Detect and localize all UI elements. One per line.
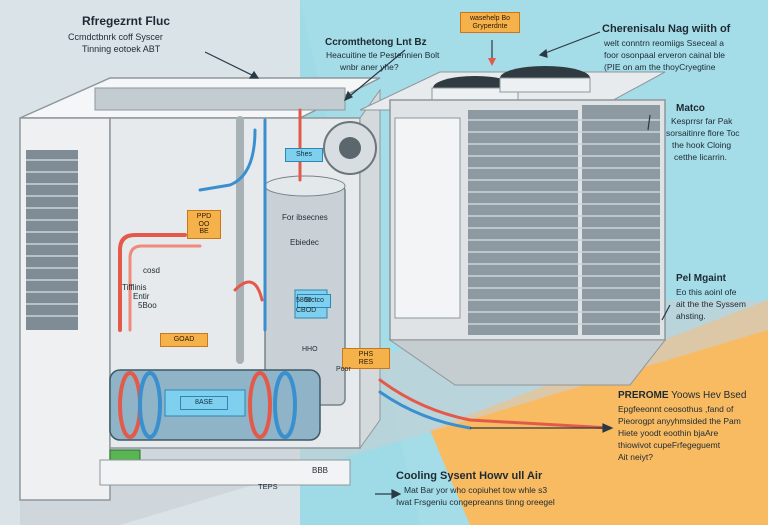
unit-label-teps: TEPS (258, 482, 278, 491)
right-mid-line1: Kesprrsr far Pak (671, 116, 733, 126)
condenser-base (388, 339, 667, 386)
condenser-control-panel (394, 117, 461, 319)
unit-label-cosd: cosd (143, 266, 160, 275)
top-left-line2: Tinning eotoek ABT (82, 44, 161, 54)
condenser-grille-slats (468, 119, 660, 325)
blue-tag-mid: Srctco (297, 294, 331, 308)
top-orange-tag: wasehelp Bo Gryperdnte (460, 12, 520, 34)
center-orange-tag: PHS RES (342, 348, 390, 370)
top-right-line3: (PIE on am the thoyCryegtine (604, 62, 716, 72)
blue-tag-top: Shes (285, 148, 323, 162)
left-orange-tag-line3: BE (199, 228, 209, 236)
top-orange-tag-line2: Gryperdnte (472, 22, 508, 30)
top-orange-tag-line1: wasehelp Bo (469, 15, 511, 22)
base-tray (99, 459, 351, 486)
unit-label-5800: 5800 (296, 297, 312, 304)
right-low-line2: ait the the Syssem (676, 299, 746, 309)
orange-band (430, 300, 768, 525)
goad-tag: GOAD (160, 333, 208, 347)
top-left-title: Rfregezrnt Fluc (82, 14, 171, 28)
bottom-right-line2: Pieorogpt anyyhmsided the Pam (618, 416, 741, 426)
unit-label-bbb: BBB (312, 466, 329, 475)
blue-tag-coil: 8ASE (180, 396, 228, 410)
left-vent-grille (26, 150, 78, 330)
bottom-right-line4: thiowivot cupeFrfegeguemt (618, 440, 721, 450)
unit-label-hho: HHO (302, 346, 318, 353)
unit-label-ebiedec: Ebiedec (290, 238, 319, 247)
right-low-line3: ahsting. (676, 311, 706, 321)
unit-label-5boo: 5Boo (138, 301, 157, 310)
bottom-right-title: PREROME (618, 390, 669, 401)
bottom-right-line3: Hiete yoodt eoothin bjaAre (618, 428, 719, 438)
coil-rings (118, 371, 297, 439)
bottom-right-line1: Epgfeeonnt ceosothus ,fand of (618, 404, 734, 414)
top-right-title: Cherenisalu Nag wiith of (602, 23, 731, 35)
bottom-center-title: Cooling Sysent Howv ull Air (396, 470, 543, 482)
indoor-unit-top-grille (94, 87, 346, 111)
center-orange-tag-line2: RES (358, 358, 374, 366)
right-mid-title: Matco (676, 103, 705, 114)
unit-label-cbod: CBOD (296, 307, 317, 314)
compressor-tank-top (264, 175, 346, 197)
left-orange-tag: PPD OO BE (187, 210, 221, 240)
refrigerant-pipes (118, 108, 612, 430)
condenser-grille-left (468, 110, 578, 335)
bottom-center-line2: Iwat Frsgeniu congepreanns tinng oreegel (396, 497, 555, 507)
left-orange-tag-line1: PPD (196, 213, 212, 220)
bottom-right-heading: PREROME Yoows Hev Bsed (618, 390, 746, 402)
unit-label-tifflinis: Tifflinis (122, 283, 147, 292)
unit-label-for-ibsecnes: For ibsecnes (282, 213, 328, 222)
right-low-title: Pel Mgaint (676, 273, 727, 284)
top-center-title: Ccromthetong Lnt Bz (325, 37, 427, 48)
top-center-line1: Heacuitine tle Pestennien Bolt (326, 50, 440, 60)
left-orange-tag-line2: OO (198, 220, 210, 228)
top-right-line1: welt conntrn reomiigs Sseceal a (604, 38, 725, 48)
bottom-center-line1: Mat Bar yor who copiuhet tow whle s3 (404, 485, 548, 495)
right-mid-line4: cetthe licarrin. (674, 152, 727, 162)
fan-motor-hub (339, 137, 361, 159)
bottom-right-line5: Ait neiyt? (618, 452, 653, 462)
callout-lines (204, 31, 671, 499)
right-mid-line2: sorsaitinre flore Toc (666, 128, 740, 138)
left-vent-slats (26, 159, 78, 317)
center-orange-tag-line1: PHS (358, 351, 374, 358)
condenser-fan-guard-2 (499, 77, 591, 93)
right-low-line1: Eo this aoinl ofe (676, 287, 737, 297)
unit-label-entir: Entir (133, 292, 150, 301)
right-mid-line3: the hook Cloing (672, 140, 732, 150)
top-left-line1: Ccmdctbnrk coff Syscer (68, 32, 163, 42)
top-right-line2: foor osonpaal erveron cainal ble (604, 50, 725, 60)
top-center-line2: wnbr aner yhe? (340, 62, 399, 72)
bottom-right-title-rest: Yoows Hev Bsed (671, 390, 747, 401)
unit-label-poor: Poor (336, 366, 351, 373)
